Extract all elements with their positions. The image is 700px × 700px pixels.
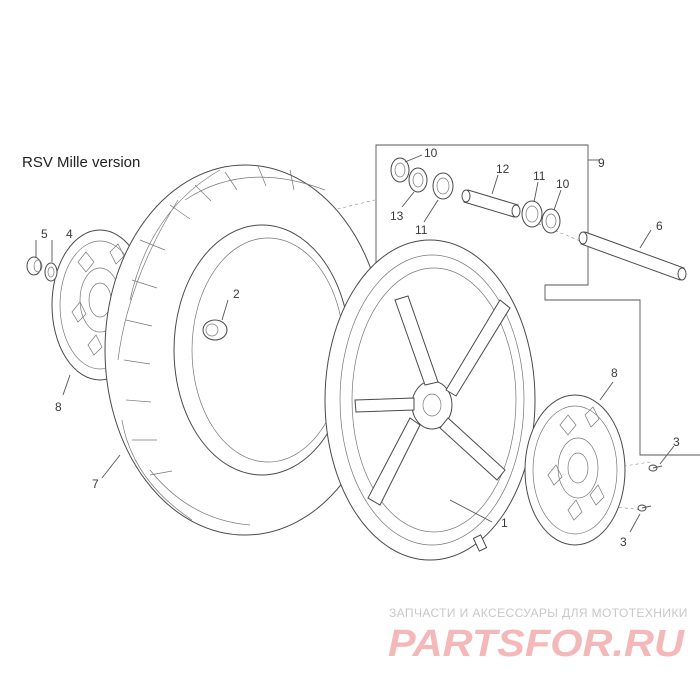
bearing-spacer-12 [461, 189, 521, 218]
callout-4: 4 [66, 227, 73, 241]
oil-seal-10-left [390, 157, 410, 183]
callout-3-lower: 3 [620, 535, 627, 549]
callout-13: 13 [390, 209, 404, 223]
callout-9: 9 [598, 156, 605, 170]
bolt-upper [648, 464, 663, 472]
callout-8-right: 8 [611, 366, 618, 380]
tyre [104, 164, 386, 536]
right-brake-disc [524, 394, 626, 546]
wheel-spindle [578, 231, 687, 281]
callout-11-right: 11 [533, 169, 546, 183]
spacer-5 [26, 256, 43, 276]
callout-5: 5 [41, 227, 48, 241]
callout-11-left: 11 [415, 223, 428, 237]
group-9-bracket [375, 144, 700, 456]
ring-13 [408, 167, 428, 193]
callout-7: 7 [92, 477, 99, 491]
callouts: 1 2 3 3 4 5 6 7 8 8 9 10 10 11 11 12 13 [41, 146, 680, 549]
diagram-title: RSV Mille version [22, 154, 140, 171]
oil-seal-10-right [541, 208, 561, 234]
callout-10-right: 10 [556, 177, 570, 191]
bolt-lower [637, 504, 652, 512]
callout-10-left: 10 [424, 146, 438, 160]
wheel-rim [324, 239, 536, 561]
callout-1: 1 [501, 516, 508, 530]
watermark-subtitle: ЗАПЧАСТИ И АКСЕССУАРЫ ДЛЯ МОТОТЕХНИКИ [389, 606, 688, 620]
watermark-logo: PARTSFOR.RU [388, 623, 686, 662]
callout-8-left: 8 [55, 400, 62, 414]
bearing-11-right [521, 200, 543, 228]
hub-spacer [202, 319, 228, 341]
callout-6: 6 [656, 219, 663, 233]
seal-ring-4 [44, 262, 58, 282]
callout-3-upper: 3 [673, 435, 680, 449]
watermark-logo-text: PARTSFOR.RU [388, 623, 686, 662]
leader-lines [35, 154, 675, 533]
callout-12: 12 [496, 162, 510, 176]
bearing-11-left [432, 172, 454, 200]
callout-2: 2 [233, 287, 240, 301]
